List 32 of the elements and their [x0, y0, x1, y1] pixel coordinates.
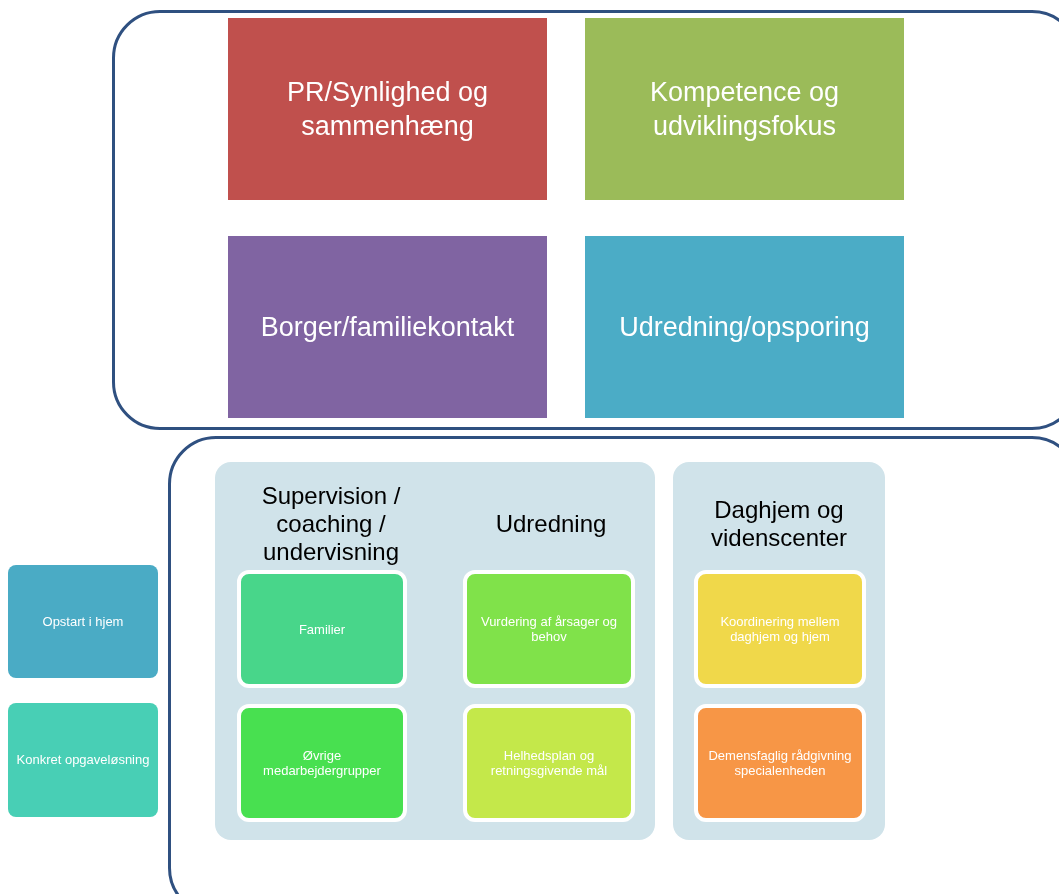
item-label: Demensfaglig rådgivning specialenheden [707, 748, 853, 778]
category-box [585, 18, 904, 200]
item-box [694, 570, 866, 688]
category-label: Udredning/opsporing [619, 311, 870, 344]
item-label: Vurdering af årsager og behov [479, 614, 619, 644]
item-label: Helhedsplan og retningsgivende mål [489, 748, 609, 778]
item-label: Familier [298, 621, 346, 637]
item-box [694, 704, 866, 822]
item-label: Koordinering mellem daghjem og hjem [719, 614, 841, 644]
task-label: Opstart i hjem [42, 613, 124, 630]
outline-frame [168, 436, 1059, 894]
task-box [8, 565, 158, 678]
group-panel [215, 462, 447, 840]
item-label: Øvrige medarbejdergrupper [262, 748, 382, 778]
group-panel [673, 462, 885, 840]
item-box [463, 704, 635, 822]
category-box [228, 18, 547, 200]
task-box [8, 703, 158, 817]
task-label: Konkret opgaveløsning [16, 752, 150, 768]
category-label: PR/Synlighed og sammenhæng [285, 76, 490, 143]
group-panel [447, 462, 655, 840]
item-box [237, 704, 407, 822]
panel-heading: Daghjem og videnscenter [709, 496, 849, 552]
panel-heading: Udredning [495, 510, 607, 538]
item-box [237, 570, 407, 688]
panel-heading: Supervision / coaching / undervisning [260, 482, 402, 566]
category-label: Borger/familiekontakt [260, 311, 515, 344]
item-box [463, 570, 635, 688]
category-label: Kompetence og udviklingsfokus [648, 76, 841, 143]
category-box [585, 236, 904, 418]
outline-frame [112, 10, 1059, 430]
category-box [228, 236, 547, 418]
